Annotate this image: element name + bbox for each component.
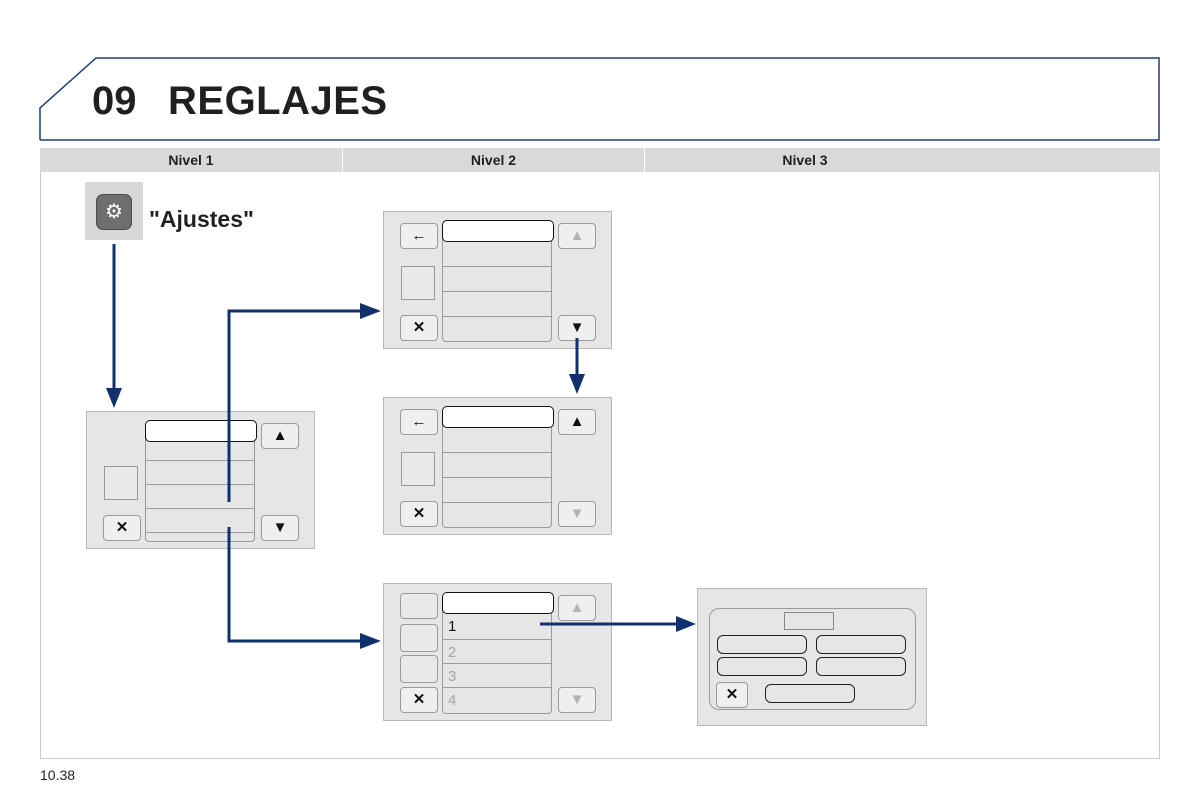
scroll-down-button[interactable]: ▼ (261, 515, 299, 541)
list-item[interactable] (443, 663, 551, 688)
chapter-number: 09 (92, 79, 137, 123)
level-2-header: Nivel 2 (470, 152, 517, 168)
option-1[interactable]: 1 (448, 618, 457, 635)
close-button[interactable]: ✕ (400, 687, 438, 713)
settings-label: "Ajustes" (149, 206, 254, 232)
level3-screen: ✕ (697, 588, 927, 726)
dialog-option-button[interactable] (816, 635, 906, 654)
dialog-confirm-button[interactable] (765, 684, 855, 703)
close-button[interactable]: ✕ (103, 515, 141, 541)
list-item[interactable] (443, 266, 551, 292)
option-2[interactable]: 2 (448, 644, 457, 661)
options-list: 1 2 3 4 (442, 602, 552, 714)
close-button[interactable]: ✕ (400, 501, 438, 527)
level-1-header: Nivel 1 (168, 152, 214, 168)
selected-row[interactable] (145, 420, 257, 442)
side-slot (400, 624, 438, 652)
menu-list (442, 416, 552, 528)
side-slot (400, 655, 438, 683)
list-item[interactable] (146, 484, 254, 509)
level-3-header: Nivel 3 (782, 152, 828, 168)
screen-icon-placeholder (401, 266, 435, 300)
selected-row[interactable] (442, 220, 554, 242)
list-item[interactable] (443, 603, 551, 640)
list-item[interactable] (443, 639, 551, 664)
back-button[interactable]: ← (400, 409, 438, 435)
level2-screen-b: ← ▲ ▼ ✕ (383, 397, 612, 535)
screen-icon-placeholder (104, 466, 138, 500)
option-4[interactable]: 4 (448, 692, 457, 709)
level2-screen-a: ← ▲ ▼ ✕ (383, 211, 612, 349)
list-item[interactable] (443, 417, 551, 453)
scroll-down-button[interactable]: ▼ (558, 501, 596, 527)
list-item[interactable] (443, 231, 551, 267)
close-button[interactable]: ✕ (400, 315, 438, 341)
level2-screen-c: 1 2 3 4 ▲ ▼ ✕ (383, 583, 612, 721)
scroll-down-button[interactable]: ▼ (558, 687, 596, 713)
dialog-title-box (784, 612, 834, 630)
list-item[interactable] (146, 431, 254, 461)
selected-row[interactable] (442, 592, 554, 614)
content-frame (40, 172, 1160, 759)
gear-icon[interactable]: ⚙ (96, 194, 132, 230)
side-slot (400, 593, 438, 619)
list-item[interactable] (146, 460, 254, 485)
scroll-up-button[interactable]: ▲ (261, 423, 299, 449)
option-3[interactable]: 3 (448, 668, 457, 685)
level-divider (644, 148, 645, 172)
level-divider (342, 148, 343, 172)
scroll-up-button[interactable]: ▲ (558, 223, 596, 249)
menu-list (145, 430, 255, 542)
page-title: REGLAJES (168, 79, 388, 123)
scroll-up-button[interactable]: ▲ (558, 595, 596, 621)
scroll-up-button[interactable]: ▲ (558, 409, 596, 435)
page-number: 10.38 (40, 767, 76, 783)
level1-screen: ▲ ▼ ✕ (86, 411, 315, 549)
menu-list (442, 230, 552, 342)
scroll-down-button[interactable]: ▼ (558, 315, 596, 341)
list-item[interactable] (443, 291, 551, 317)
list-item[interactable] (146, 508, 254, 533)
list-item[interactable] (443, 477, 551, 503)
dialog-option-button[interactable] (717, 635, 807, 654)
selected-row[interactable] (442, 406, 554, 428)
close-button[interactable]: ✕ (716, 682, 748, 708)
dialog-option-button[interactable] (816, 657, 906, 676)
back-button[interactable]: ← (400, 223, 438, 249)
levels-bar: Nivel 1 Nivel 2 Nivel 3 (40, 148, 1160, 172)
list-item[interactable] (443, 452, 551, 478)
screen-icon-placeholder (401, 452, 435, 486)
dialog-option-button[interactable] (717, 657, 807, 676)
